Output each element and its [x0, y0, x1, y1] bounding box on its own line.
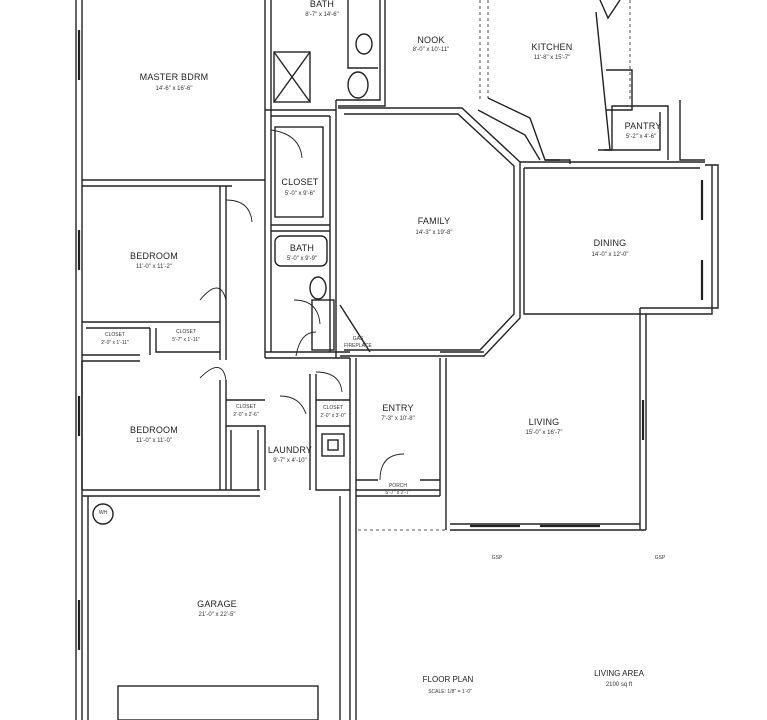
bath-room-dims: 8'-7" x 14'-6": [305, 12, 339, 18]
bedroom-2-dims: 11'-0" x 11'-0": [135, 438, 173, 444]
garage-walls: [87, 496, 341, 720]
living-dims: 15'-0" x 16'-7": [525, 430, 563, 436]
nook-dims: 8'-0" x 10'-11": [412, 47, 450, 53]
gas-fireplace-line1: GAS: [352, 336, 364, 342]
living-area-value: 2100 sq ft: [605, 682, 633, 688]
porch-name: PORCH: [388, 483, 408, 489]
closet-b2-dims: 2'-0" x 2'-6": [233, 412, 259, 418]
closet-entry-name: CLOSET: [322, 405, 344, 411]
garage-name: GARAGE: [197, 599, 237, 609]
bedroom-1-name: BEDROOM: [130, 251, 178, 261]
dining-dims: 14'-0" x 12'-0": [591, 252, 629, 258]
kitchen-name: KITCHEN: [531, 42, 573, 52]
floor-plan-scale: SCALE: 1/8" = 1'-0": [428, 689, 472, 695]
exterior-walls: [75, 0, 719, 720]
pantry-name: PANTRY: [624, 121, 662, 131]
bath-hall-dims: 5'-0" x 9'-9": [286, 256, 318, 262]
bedroom-1-dims: 11'-0" x 11'-2": [135, 264, 173, 270]
water-heater-label: WH: [98, 510, 108, 516]
closet-entry-dims: 2'-0" x 3'-0": [320, 413, 346, 419]
door-swings: [199, 129, 405, 481]
dining-name: DINING: [593, 238, 627, 248]
porch-dims: 5'-7" x 2'-7": [385, 490, 411, 496]
family-name: FAMILY: [417, 216, 451, 226]
bath-room-name: BATH: [309, 0, 335, 9]
floor-plan-title: FLOOR PLAN: [422, 675, 474, 684]
laundry-dims: 9'-7" x 4'-10": [273, 458, 307, 464]
nook-name: NOOK: [417, 35, 445, 45]
master-bedroom-name: MASTER BDRM: [139, 72, 209, 82]
gsp-marker-right: GSP: [654, 555, 666, 561]
gsp-marker-left: GSP: [491, 555, 503, 561]
living-name: LIVING: [528, 417, 560, 427]
family-dims: 14'-3" x 19'-8": [415, 230, 453, 236]
gas-fireplace-line2: FIREPLACE: [344, 343, 372, 349]
closet-master-dims: 5'-0" x 9'-6": [284, 191, 316, 197]
bedroom-walls: [81, 186, 266, 490]
closet-master-name: CLOSET: [281, 177, 319, 187]
closet-b2-name: CLOSET: [235, 404, 257, 410]
windows: [77, 30, 704, 650]
laundry-name: LAUNDRY: [267, 445, 313, 455]
entry-dims: 7'-3" x 10'-8": [381, 416, 415, 422]
bath-hall-name: BATH: [289, 243, 315, 253]
kitchen-dims: 11'-8" x 15'-7": [533, 55, 571, 61]
garage-dims: 21'-0" x 22'-5": [198, 612, 236, 618]
closet-b1b-name: CLOSET: [175, 329, 197, 335]
entry-name: ENTRY: [382, 403, 414, 413]
pantry-dims: 5'-2" x 4'-6": [625, 134, 657, 140]
closet-b1b-dims: 5'-7" x 1'-11": [172, 337, 200, 343]
family-room-walls: [338, 107, 521, 357]
closet-b1a-dims: 2'-0" x 1'-11": [101, 340, 129, 346]
kitchen-dining-walls: [477, 0, 705, 315]
closet-b1a-name: CLOSET: [104, 332, 126, 338]
bath-closet-walls: [264, 0, 386, 359]
master-bedroom-dims: 14'-6" x 16'-6": [155, 86, 193, 92]
bedroom-2-name: BEDROOM: [130, 425, 178, 435]
dashed-lines: [349, 0, 631, 531]
living-area-title: LIVING AREA: [594, 669, 644, 678]
